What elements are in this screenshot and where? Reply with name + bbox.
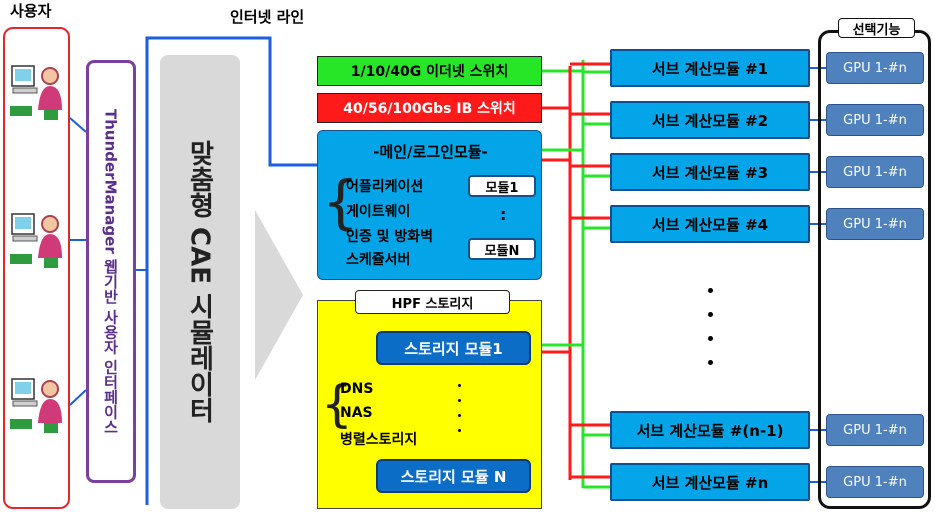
module-dots: : [500, 205, 507, 224]
main-module-item: 인증 및 방화벽 [346, 229, 434, 245]
optional-features-title: 선택기능 [838, 18, 915, 38]
web-interface: ThunderManager 웹기반 사용자 인터페이스 [86, 60, 136, 483]
users-title: 사용자 [10, 2, 52, 20]
sub-module-n: 서브 계산모듈 #n [610, 463, 810, 501]
gpu-module: GPU 1-#n [826, 208, 924, 240]
main-login-module: -메인/로그인모듈- { 어플리케이션 게이트웨이 인증 및 방화벽 스케쥴서버… [317, 130, 542, 280]
users-group [3, 27, 70, 509]
storage-item: DNS [340, 381, 374, 397]
cae-simulator: 맞춤형 CAE 시뮬레이터 [160, 55, 240, 509]
main-module-title: -메인/로그인모듈- [373, 143, 488, 161]
cae-simulator-label: 맞춤형 CAE 시뮬레이터 [184, 140, 215, 424]
sub-module-n-1: 서브 계산모듈 #(n-1) [610, 411, 810, 449]
flow-arrow-icon [255, 210, 303, 380]
sub-module-1: 서브 계산모듈 #1 [610, 49, 810, 87]
storage-module-last: 스토리지 모듈 N [376, 459, 531, 493]
user-link-3 [69, 389, 87, 406]
gpu-module: GPU 1-#n [826, 52, 924, 84]
user-icon [10, 378, 62, 433]
storage-module-first: 스토리지 모듈1 [376, 331, 531, 365]
brace-icon: { [321, 375, 353, 433]
ellipsis-dot [458, 399, 461, 402]
ellipsis-dot [708, 336, 713, 341]
storage-item: NAS [340, 405, 373, 421]
hpf-storage: 스토리지 모듈1 { DNS NAS 병렬스토리지 스토리지 모듈 N [317, 300, 542, 509]
sub-links [570, 62, 610, 489]
hpf-storage-title: HPF 스토리지 [355, 290, 510, 314]
main-module-item: 게이트웨이 [346, 204, 411, 220]
sub-module-2: 서브 계산모듈 #2 [610, 101, 810, 139]
ellipsis-dot [708, 312, 713, 317]
sub-module-3: 서브 계산모듈 #3 [610, 153, 810, 191]
sub-module-4: 서브 계산모듈 #4 [610, 205, 810, 243]
internet-line-title: 인터넷 라인 [230, 8, 305, 26]
gpu-module: GPU 1-#n [826, 156, 924, 188]
main-module-item: 스케쥴서버 [346, 252, 411, 268]
storage-item: 병렬스토리지 [340, 432, 418, 448]
ellipsis-dot [458, 384, 461, 387]
main-module-item: 어플리케이션 [346, 179, 424, 195]
user-link-1 [69, 117, 87, 133]
gpu-module: GPU 1-#n [826, 414, 924, 446]
ellipsis-dot [708, 288, 713, 293]
gpu-module: GPU 1-#n [826, 104, 924, 136]
gpu-module: GPU 1-#n [826, 466, 924, 498]
module-last: 모듈N [468, 238, 536, 260]
module-first: 모듈1 [468, 175, 536, 197]
internet-line [145, 36, 317, 505]
ellipsis-dot [458, 414, 461, 417]
user-icon [10, 213, 62, 268]
brace-icon: { [322, 168, 359, 236]
web-interface-label: ThunderManager 웹기반 사용자 인터페이스 [101, 108, 120, 435]
user-icon [10, 65, 62, 120]
ethernet-switch: 1/10/40G 이더넷 스위치 [317, 56, 542, 86]
ellipsis-dot [708, 360, 713, 365]
ib-switch: 40/56/100Gbs IB 스위치 [317, 93, 542, 123]
ellipsis-dot [458, 429, 461, 432]
